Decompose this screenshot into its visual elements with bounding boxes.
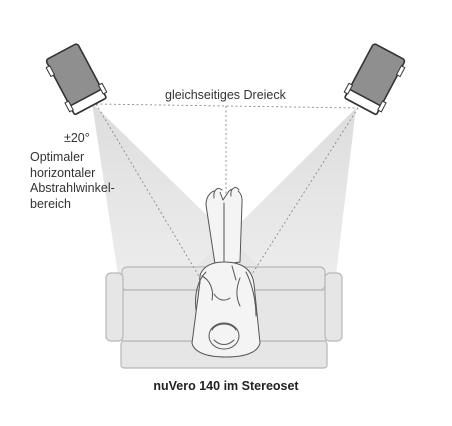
angle-description-line: bereich	[30, 196, 71, 211]
angle-description: Optimaler horizontaler Abstrahlwinkel- b…	[30, 150, 115, 212]
sofa-left-armrest	[105, 272, 124, 342]
left-speaker-foot-left-top	[45, 65, 56, 78]
listener-feet	[213, 187, 240, 199]
right-speaker	[343, 43, 406, 116]
left-speaker	[45, 43, 108, 116]
angle-value-label: ±20°	[64, 131, 90, 145]
left-speaker-foot-right	[97, 82, 108, 95]
angle-description-line: Abstrahlwinkel-	[30, 181, 115, 195]
angle-description-line: horizontaler	[30, 165, 96, 180]
listener-right-arm	[236, 271, 257, 317]
triangle-top-edge	[95, 103, 359, 109]
listener-figure	[191, 187, 261, 358]
right-speaker-foot-right-top	[395, 65, 406, 78]
listener-head	[208, 322, 240, 350]
left-speaker-foot-left	[64, 100, 74, 113]
listener-hands	[213, 265, 237, 301]
triangle-label: gleichseitiges Dreieck	[165, 88, 286, 102]
listener-left-arm	[195, 271, 213, 311]
angle-description-line: Optimaler	[30, 150, 85, 164]
sofa-right-armrest	[324, 272, 343, 342]
right-speaker-foot-right	[377, 100, 387, 113]
figure-caption: nuVero 140 im Stereoset	[153, 379, 299, 393]
right-speaker-foot-left	[343, 82, 354, 95]
listener-hair	[211, 323, 237, 345]
